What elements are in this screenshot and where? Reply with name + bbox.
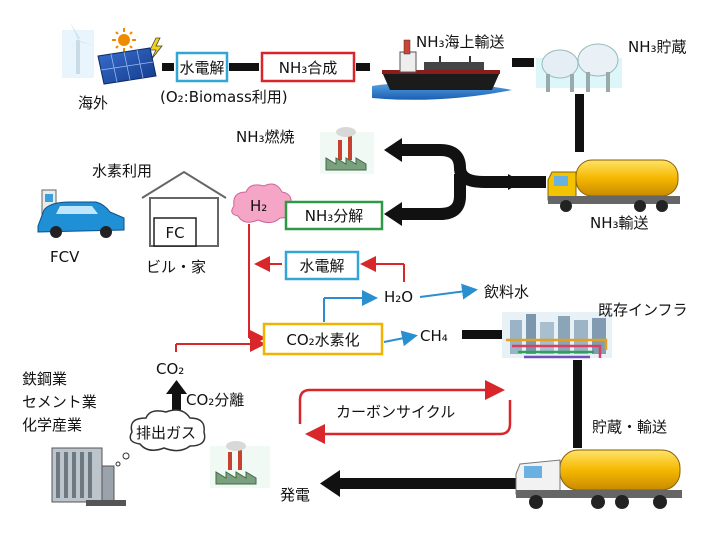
- nh3-decomposition-box: NH₃分解: [284, 200, 384, 231]
- co2-hydrogenation-box: CO₂水素化: [262, 322, 384, 356]
- ch4-to-infra-line: [462, 330, 504, 339]
- o2-biomass-label: (O₂:Biomass利用): [160, 88, 288, 106]
- nh3-decomposition-label: NH₃分解: [305, 207, 364, 225]
- electrolysis-mid-box: 水電解: [284, 250, 360, 281]
- nh3-transport-label: NH₃輸送: [590, 214, 649, 232]
- exhaust-gas-label: 排出ガス: [136, 424, 196, 442]
- power-plant-icon: [210, 441, 270, 488]
- drinking-water-label: 飲料水: [484, 283, 529, 301]
- h2o-label: H₂O: [384, 288, 413, 306]
- house-icon: FC: [141, 170, 227, 247]
- exhaust-gas-cloud: 排出ガス: [115, 409, 206, 467]
- electrolysis-mid-label: 水電解: [299, 257, 344, 275]
- nh3-synthesis-label: NH₃合成: [279, 59, 338, 77]
- co2-separation-arrow: [166, 380, 187, 412]
- nh3-distribution-loop-arrow: [384, 138, 546, 226]
- existing-infra-label: 既存インフラ: [598, 301, 688, 319]
- h2-cloud: H₂: [231, 183, 292, 224]
- lightning-icon: [149, 37, 163, 61]
- red-process-lines: [175, 224, 405, 352]
- hydrogen-use-label: 水素利用: [92, 162, 152, 180]
- fcv-car-icon: [37, 189, 125, 238]
- to-power-plant-arrow: [320, 470, 516, 497]
- carbon-cycle-label: カーボンサイクル: [336, 403, 455, 421]
- top-chain-connector: [162, 58, 534, 71]
- nh3-combustion-label: NH₃燃焼: [236, 128, 295, 146]
- electrolysis-top-label: 水電解: [179, 59, 224, 77]
- industry-steel-label: 鉄鋼業: [22, 370, 67, 388]
- h2-label: H₂: [250, 197, 267, 215]
- ch4-label: CH₄: [420, 327, 448, 345]
- sun-icon: [112, 28, 136, 52]
- nh3-tanker-truck-icon: [547, 159, 680, 212]
- wind-turbine-icon: [62, 22, 94, 78]
- tanker-ship-icon: [372, 39, 512, 100]
- storage-tanks-icon: [536, 43, 622, 92]
- fcv-label: FCV: [50, 248, 80, 266]
- co2-hydrogenation-label: CO₂水素化: [286, 331, 359, 349]
- nh3-synthesis-box: NH₃合成: [260, 51, 356, 83]
- carbon-cycle-loop: カーボンサイクル: [298, 380, 512, 444]
- solar-panel-icon: [97, 47, 157, 85]
- power-generation-label: 発電: [280, 486, 310, 504]
- nh3-storage-label: NH₃貯蔵: [628, 38, 687, 56]
- industrial-plant-icon: [51, 447, 126, 506]
- existing-infrastructure-icon: [502, 312, 612, 359]
- storage-transport-label: 貯蔵・輸送: [592, 418, 667, 436]
- nh3-shipping-label: NH₃海上輸送: [416, 33, 505, 51]
- nh3-combustion-factory-icon: [320, 127, 374, 174]
- co2-separation-label: CO₂分離: [186, 391, 244, 409]
- electrolysis-top-box: 水電解: [175, 51, 229, 83]
- storage-to-truck-line: [575, 94, 584, 152]
- industry-chemical-label: 化学産業: [22, 416, 82, 434]
- building-home-label: ビル・家: [146, 258, 206, 276]
- co2-label: CO₂: [156, 360, 184, 378]
- industry-cement-label: セメント業: [22, 393, 97, 411]
- overseas-label: 海外: [78, 94, 108, 112]
- ch4-tanker-truck-icon: [515, 449, 682, 509]
- fc-label: FC: [165, 224, 184, 242]
- drinking-water-arrow: [419, 283, 478, 300]
- blue-process-lines: [323, 290, 418, 347]
- infra-to-truck-line: [573, 360, 582, 448]
